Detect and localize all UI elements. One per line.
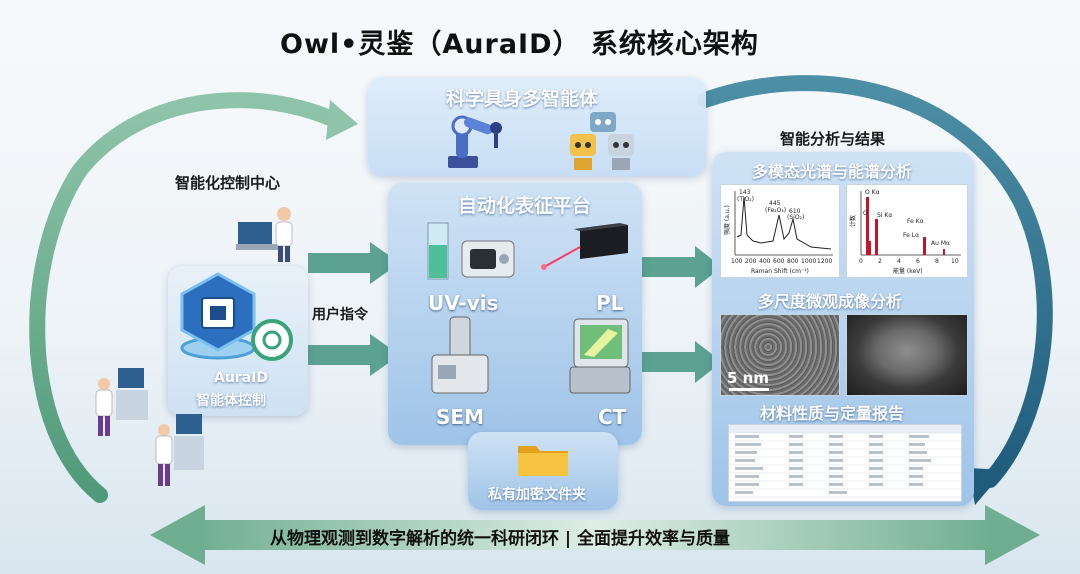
raman-tick-4: 800 — [787, 258, 799, 265]
eds-label-si-k: Si Kα — [877, 212, 892, 219]
agents-panel-title: 科学具身多智能体 — [446, 88, 599, 110]
eds-chart: O Kα Si Kα Fe Kα Fe Lα Au Mα O 0 2 4 6 8… — [846, 184, 968, 278]
sem-image — [846, 314, 968, 396]
left-loop-arc — [29, 92, 338, 503]
control-center-title: 智能化控制中心 — [175, 174, 281, 192]
imaging-title: 多尺度微观成像分析 — [758, 292, 903, 311]
eds-label-fe-l: Fe Lα — [903, 232, 919, 239]
eds-peak-si — [875, 219, 878, 255]
report-title: 材料性质与定量报告 — [760, 404, 905, 423]
raman-tick-6: 1200 — [817, 258, 832, 265]
operator-bottom-icon — [155, 414, 204, 486]
raman-peak-2: 445 — [769, 200, 781, 207]
report-table-lines — [729, 425, 961, 498]
eds-tick-5: 10 — [951, 258, 959, 265]
raman-spectrum-line — [736, 196, 832, 250]
eds-label-fe-k: Fe Kα — [907, 218, 924, 225]
eds-xlabel: 能量 (keV) — [893, 267, 923, 275]
eds-ylabel: 计数 — [849, 215, 857, 227]
robot-agents-icon — [570, 112, 634, 170]
raman-peak-1-sub: (TiO₂) — [737, 196, 754, 203]
tem-scale-bar — [729, 388, 769, 391]
eds-label-o-k: O Kα — [865, 189, 880, 196]
eds-label-o: O — [863, 210, 868, 217]
raman-tick-5: 1000 — [801, 258, 816, 265]
raman-chart: 143 (TiO₂) 445 (Fe₂O₃) 610 (SiO₂) 100 20… — [720, 184, 840, 278]
ct-scanner-icon — [569, 318, 631, 394]
raman-tick-1: 200 — [745, 258, 757, 265]
eds-peak-fe-l — [869, 241, 871, 255]
robot-arm-icon — [448, 115, 502, 168]
spectro-title: 多模态光谱与能谱分析 — [752, 162, 913, 181]
bottom-banner-text: 从物理观测到数字解析的统一科研闭环 | 全面提升效率与质量 — [270, 529, 731, 549]
results-panel: 多模态光谱与能谱分析 143 (TiO₂) 445 (Fe₂O₃) 610 (S… — [712, 152, 974, 506]
ai-chip-icon — [180, 272, 256, 360]
operator-top-icon — [236, 207, 293, 262]
right-loop-arc — [697, 75, 1053, 488]
instrument-uvvis: UV-vis — [428, 291, 499, 315]
raman-tick-2: 400 — [759, 258, 771, 265]
left-loop-arrowhead — [326, 100, 358, 140]
folder-label: 私有加密文件夹 — [488, 487, 586, 503]
pl-laser-icon — [541, 223, 628, 270]
raman-svg: 143 (TiO₂) 445 (Fe₂O₃) 610 (SiO₂) 100 20… — [723, 189, 833, 275]
eds-tick-2: 4 — [897, 258, 901, 265]
bottom-arrow-left — [150, 505, 205, 565]
raman-tick-0: 100 — [731, 258, 743, 265]
user-command-label: 用户指令 — [312, 307, 368, 323]
tem-scale-bar-text: 5 nm — [727, 369, 769, 387]
page-title: Owl•灵鉴（AuraID） 系统核心架构 — [280, 29, 759, 60]
bottom-banner-bar — [195, 520, 995, 550]
sem-microscope-icon — [431, 316, 489, 394]
raman-peak-3-sub: (SiO₂) — [787, 214, 804, 221]
eds-peak-o — [866, 197, 869, 255]
control-center-panel: AuraID 智能体控制 — [168, 266, 308, 416]
arrow-to-results-bottom — [640, 341, 722, 383]
folder-icon — [518, 446, 568, 476]
platform-title: 自动化表征平台 — [458, 195, 592, 217]
report-table — [728, 424, 962, 502]
platform-panel: 自动化表征平台 UV-vis PL SEM CT — [388, 183, 642, 445]
raman-peak-1: 143 — [739, 189, 751, 196]
eds-peak-au — [943, 249, 945, 255]
tem-image: 5 nm — [720, 314, 840, 396]
eds-tick-0: 0 — [859, 258, 863, 265]
operator-left-icon — [95, 368, 148, 436]
control-center-line1: AuraID — [214, 370, 268, 386]
raman-tick-3: 600 — [773, 258, 785, 265]
arrow-to-platform-bottom — [308, 334, 400, 376]
instrument-pl: PL — [596, 291, 624, 315]
uvvis-spectrometer-icon — [461, 240, 515, 278]
arrow-to-results-top — [640, 246, 722, 288]
raman-peak-2-sub: (Fe₂O₃) — [765, 207, 786, 214]
agents-panel: 科学具身多智能体 — [368, 78, 706, 176]
eds-tick-3: 6 — [916, 258, 920, 265]
eds-tick-4: 8 — [935, 258, 939, 265]
eds-tick-1: 2 — [878, 258, 882, 265]
eds-peak-fe-k — [923, 237, 926, 255]
eds-label-au-m: Au Mα — [931, 240, 950, 247]
ai-logo-icon — [251, 319, 293, 361]
control-center-line2: 智能体控制 — [196, 393, 266, 409]
uvvis-cuvette-icon — [427, 222, 449, 280]
results-heading: 智能分析与结果 — [780, 130, 886, 148]
eds-svg: O Kα Si Kα Fe Kα Fe Lα Au Mα O 0 2 4 6 8… — [849, 189, 961, 275]
arrow-to-platform-top — [308, 242, 400, 284]
right-loop-arrowhead — [968, 468, 1005, 505]
instrument-sem: SEM — [436, 405, 484, 429]
instrument-ct: CT — [598, 405, 627, 429]
folder-panel[interactable]: 私有加密文件夹 — [468, 432, 618, 510]
raman-peak-3: 610 — [789, 208, 801, 215]
raman-xlabel: Raman Shift (cm⁻¹) — [751, 268, 809, 275]
raman-ylabel: 强度 (a.u.) — [723, 205, 731, 235]
bottom-arrow-right — [985, 505, 1040, 565]
